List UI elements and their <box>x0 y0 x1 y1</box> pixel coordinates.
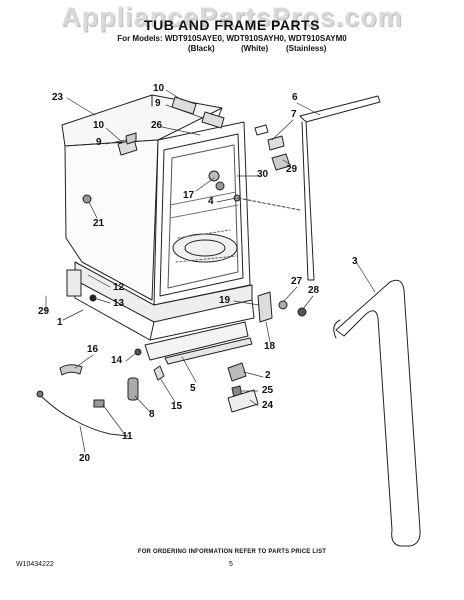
toe-plate-part-5 <box>144 321 249 361</box>
document-number: W10434222 <box>16 561 54 568</box>
callout-13: 13 <box>113 298 125 309</box>
bracket-part-19 <box>257 291 273 323</box>
callout-16: 16 <box>87 344 99 355</box>
finish-black: (Black) <box>188 44 215 53</box>
connector-part-11 <box>93 399 105 408</box>
callout-6: 6 <box>292 92 298 103</box>
nut-part-28 <box>297 307 307 317</box>
finish-white: (White) <box>241 44 269 53</box>
callout-26: 26 <box>151 120 163 131</box>
callout-10-top: 10 <box>153 83 165 94</box>
clip-part-2 <box>227 362 247 382</box>
callout-12: 12 <box>113 282 125 293</box>
callout-17: 17 <box>183 190 195 201</box>
page-title: TUB AND FRAME PARTS <box>144 17 320 33</box>
callout-30: 30 <box>257 169 269 180</box>
watermark: AppliancePartsPros.com <box>61 2 403 32</box>
callout-29-left: 29 <box>38 306 50 317</box>
callout-14: 14 <box>111 355 123 366</box>
callout-3: 3 <box>352 256 358 267</box>
callout-1: 1 <box>57 317 63 328</box>
callout-20: 20 <box>79 453 91 464</box>
callout-29-right: 29 <box>286 164 298 175</box>
fitting-part-29 <box>271 153 291 171</box>
callout-8: 8 <box>149 409 155 420</box>
tub-gasket-strip <box>299 95 381 281</box>
screw-part-14 <box>134 348 142 356</box>
callout-23: 23 <box>52 92 64 103</box>
cord-part-20 <box>41 396 129 437</box>
callout-25: 25 <box>262 385 274 396</box>
callout-10-left: 10 <box>93 120 105 131</box>
cover-part-16 <box>59 364 83 376</box>
finish-stainless: (Stainless) <box>286 44 327 53</box>
tub-assembly <box>61 94 255 341</box>
callout-11: 11 <box>122 431 133 442</box>
callout-9-top: 9 <box>155 98 161 109</box>
callout-2: 2 <box>265 370 271 381</box>
screw-part-27 <box>278 300 288 310</box>
grommet-part-8 <box>127 377 139 401</box>
callout-24: 24 <box>262 400 274 411</box>
leader-lines <box>45 89 376 453</box>
callout-21: 21 <box>93 218 105 229</box>
door-seal-u <box>333 279 421 547</box>
callout-7: 7 <box>291 109 297 120</box>
model-list: For Models: WDT910SAYE0, WDT910SAYH0, WD… <box>117 34 347 43</box>
callout-19: 19 <box>219 295 231 306</box>
page-number: 5 <box>229 561 233 568</box>
callout-15: 15 <box>171 401 183 412</box>
fitting-part-7 <box>267 135 285 151</box>
bracket-part-24 <box>227 389 259 413</box>
callout-4: 4 <box>208 196 214 207</box>
callout-5: 5 <box>190 383 196 394</box>
callout-28: 28 <box>308 285 320 296</box>
callout-27: 27 <box>291 276 303 287</box>
callout-9-left: 9 <box>96 137 102 148</box>
cap-part-15 <box>153 365 165 381</box>
callout-18: 18 <box>264 341 276 352</box>
ordering-note: FOR ORDERING INFORMATION REFER TO PARTS … <box>137 549 327 555</box>
